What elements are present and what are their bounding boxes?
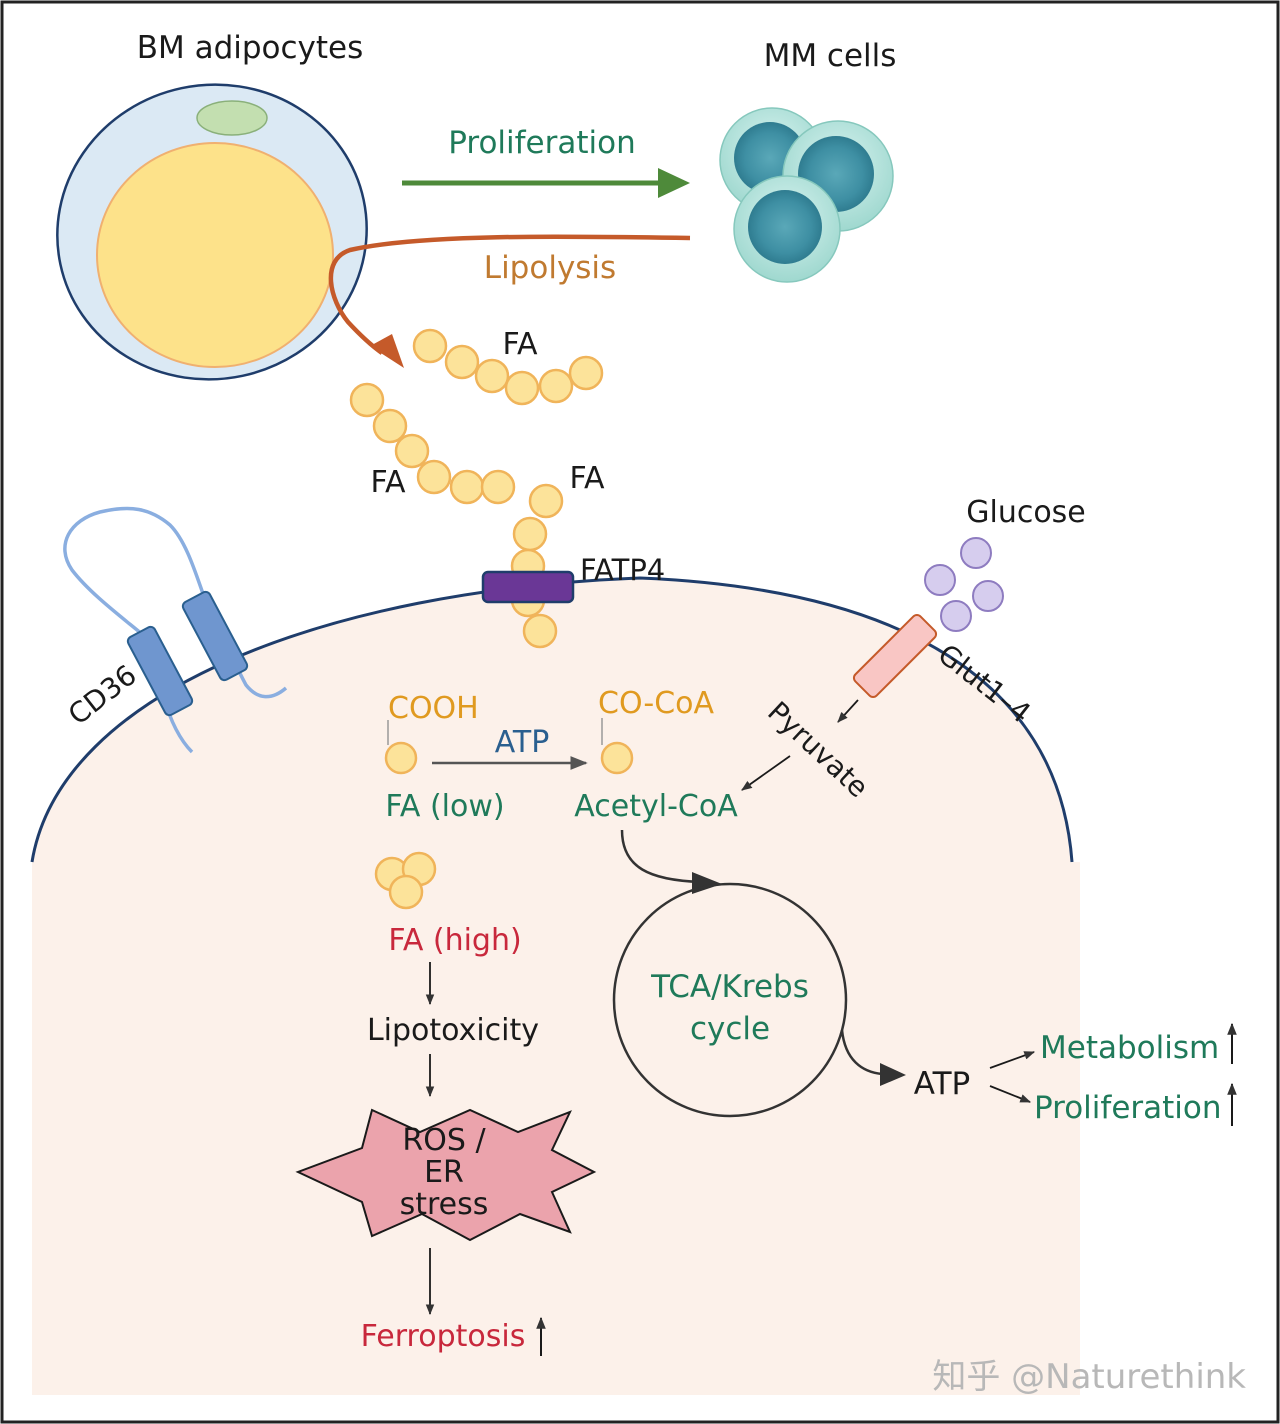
fa-bead (349, 382, 385, 418)
fatp4-label: FATP4 (580, 553, 665, 587)
fa-label-3: FA (569, 461, 605, 496)
lipolysis-arrow (328, 234, 691, 355)
co-coa-label: CO-CoA (598, 686, 715, 721)
pyruvate-acetylcoa-arrow (741, 755, 791, 791)
tca-line2: cycle (690, 1011, 770, 1047)
fa-label-1: FA (502, 327, 538, 362)
fa-bead (372, 408, 408, 444)
fa-chain-left (349, 382, 516, 505)
acyl-coa-molecule (600, 741, 634, 775)
fatp4-transporter (481, 570, 575, 604)
fa-bead (538, 368, 574, 404)
fa-bead (412, 328, 448, 364)
proliferation-top-label: Proliferation (448, 125, 636, 161)
mm-cell-body (30, 576, 1080, 1395)
tca-atp-arrowhead (880, 1063, 906, 1086)
proliferation-out-label: Proliferation (1034, 1090, 1222, 1126)
bm-adipocytes-label: BM adipocytes (137, 30, 364, 66)
fa-bead (480, 469, 516, 505)
atp-out-label: ATP (914, 1066, 970, 1102)
acetyl-coa-label: Acetyl-CoA (574, 789, 738, 824)
fa-low-label: FA (low) (385, 789, 504, 824)
nucleus (196, 100, 268, 136)
glut-transporter (852, 613, 938, 699)
fa-bead (449, 469, 485, 505)
fa-high-cluster (374, 851, 437, 910)
glucose-label: Glucose (966, 495, 1086, 530)
lipolysis-arrowhead (370, 334, 404, 368)
cooh-label: COOH (388, 691, 479, 726)
atp-conversion-label: ATP (495, 725, 550, 760)
tca-cycle (612, 882, 848, 1118)
ros-line2: ER (424, 1155, 464, 1190)
fa-high-label: FA (high) (388, 923, 521, 958)
lipid-droplet (96, 142, 334, 368)
cd36-receptor (63, 506, 288, 754)
cell-membrane (30, 576, 1074, 863)
atp-proliferation-arrow (989, 1085, 1032, 1103)
glut-pyruvate-arrow (837, 699, 859, 723)
acetylcoa-tca-arrow (620, 829, 701, 884)
bm-adipocyte (56, 83, 368, 381)
ros-line3: stress (400, 1187, 489, 1222)
metabolism-label: Metabolism (1040, 1030, 1219, 1066)
ros-line1: ROS / (402, 1123, 486, 1158)
glucose-molecules (924, 537, 1004, 632)
mm-cells-cluster (719, 107, 894, 283)
lipotoxicity-label: Lipotoxicity (367, 1013, 539, 1048)
tca-atp-arrow (840, 1029, 883, 1076)
fa-low-molecule (384, 741, 418, 775)
fa-bead (394, 433, 430, 469)
fa-chains (349, 328, 604, 649)
ferroptosis-label: Ferroptosis (361, 1319, 526, 1354)
mm-cells-label: MM cells (764, 38, 897, 74)
fa-bead (474, 358, 510, 394)
fa-bead (504, 370, 540, 406)
fa-chain-top (412, 328, 604, 406)
fa-bead (416, 459, 452, 495)
proliferation-arrowhead (658, 168, 690, 198)
fa-label-2: FA (370, 465, 406, 500)
ros-er-stress-burst (295, 1108, 597, 1242)
fa-bead (522, 613, 558, 649)
tca-line1: TCA/Krebs (650, 969, 809, 1005)
fa-bead (444, 344, 480, 380)
fa-bead (528, 483, 564, 519)
fa-bead (512, 516, 548, 552)
watermark: 知乎 @Naturethink (932, 1357, 1246, 1397)
lipolysis-label: Lipolysis (484, 250, 616, 286)
fa-bead (568, 355, 604, 391)
atp-metabolism-arrow (989, 1051, 1036, 1069)
